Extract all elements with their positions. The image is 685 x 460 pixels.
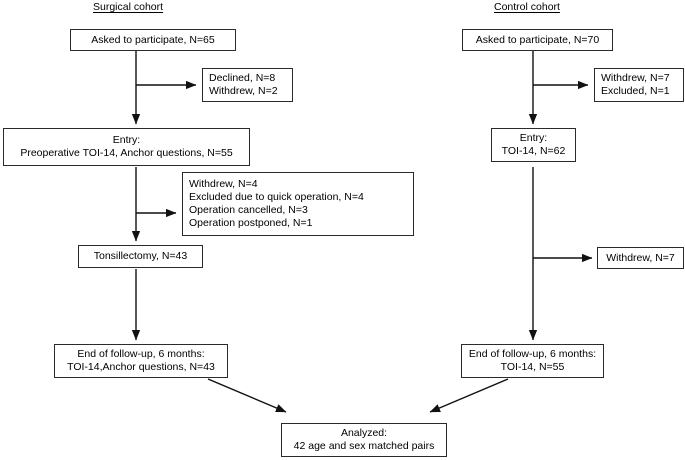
node-text-line: Withdrew, N=2	[209, 85, 278, 97]
node-text-line: End of follow-up, 6 months:	[468, 348, 597, 360]
edge-left-followup-to-analyzed	[207, 378, 287, 413]
node-text-line: Asked to participate, N=65	[91, 33, 215, 46]
node-left-exclusions-stage1: Declined, N=8 Withdrew, N=2	[202, 68, 293, 102]
node-analyzed: Analyzed: 42 age and sex matched pairs	[281, 423, 447, 457]
node-right-entry: Entry: TOI-14, N=62	[491, 128, 576, 162]
node-text-line: Tonsillectomy, N=43	[93, 250, 188, 262]
node-right-exclusions-stage2: Withdrew, N=7	[597, 247, 684, 269]
node-text-line: Excluded due to quick operation, N=4	[189, 191, 364, 203]
node-right-exclusions-stage1: Withdrew, N=7 Excluded, N=1	[594, 68, 684, 102]
node-text-line: Preoperative TOI-14, Anchor questions, N…	[20, 147, 233, 159]
node-left-asked-to-participate: Asked to participate, N=65	[70, 29, 236, 51]
node-text-line: End of follow-up, 6 months:	[77, 348, 205, 360]
node-right-end-of-followup: End of follow-up, 6 months: TOI-14, N=55	[461, 344, 604, 378]
node-text-line: Entry:	[112, 134, 141, 146]
column-title-surgical-cohort: Surgical cohort	[93, 1, 164, 13]
node-left-end-of-followup: End of follow-up, 6 months: TOI-14,Ancho…	[54, 344, 228, 378]
node-text-line: Withdrew, N=4	[189, 178, 258, 190]
node-text-line: Entry:	[519, 132, 548, 144]
node-text-line: TOI-14, N=62	[501, 145, 566, 157]
node-text-line: 42 age and sex matched pairs	[293, 440, 435, 452]
node-text-line: Excluded, N=1	[601, 85, 670, 97]
node-text-line: Withdrew, N=7	[606, 251, 675, 264]
edge-right-followup-to-analyzed	[429, 378, 509, 413]
node-left-entry: Entry: Preoperative TOI-14, Anchor quest…	[3, 128, 250, 166]
column-title-control-cohort: Control cohort	[494, 1, 560, 13]
node-text-line: Declined, N=8	[209, 72, 276, 84]
node-text-line: Operation cancelled, N=3	[189, 204, 308, 216]
node-left-exclusions-stage2: Withdrew, N=4 Excluded due to quick oper…	[182, 172, 414, 236]
node-text-line: Operation postponed, N=1	[189, 217, 313, 229]
node-text-line: Analyzed:	[340, 427, 388, 439]
node-right-asked-to-participate: Asked to participate, N=70	[462, 29, 613, 51]
node-text-line: Withdrew, N=7	[601, 72, 670, 84]
node-text-line: Asked to participate, N=70	[475, 33, 600, 46]
node-text-line: TOI-14,Anchor questions, N=43	[67, 361, 215, 373]
node-left-tonsillectomy: Tonsillectomy, N=43	[78, 245, 203, 268]
node-text-line: TOI-14, N=55	[500, 361, 565, 373]
